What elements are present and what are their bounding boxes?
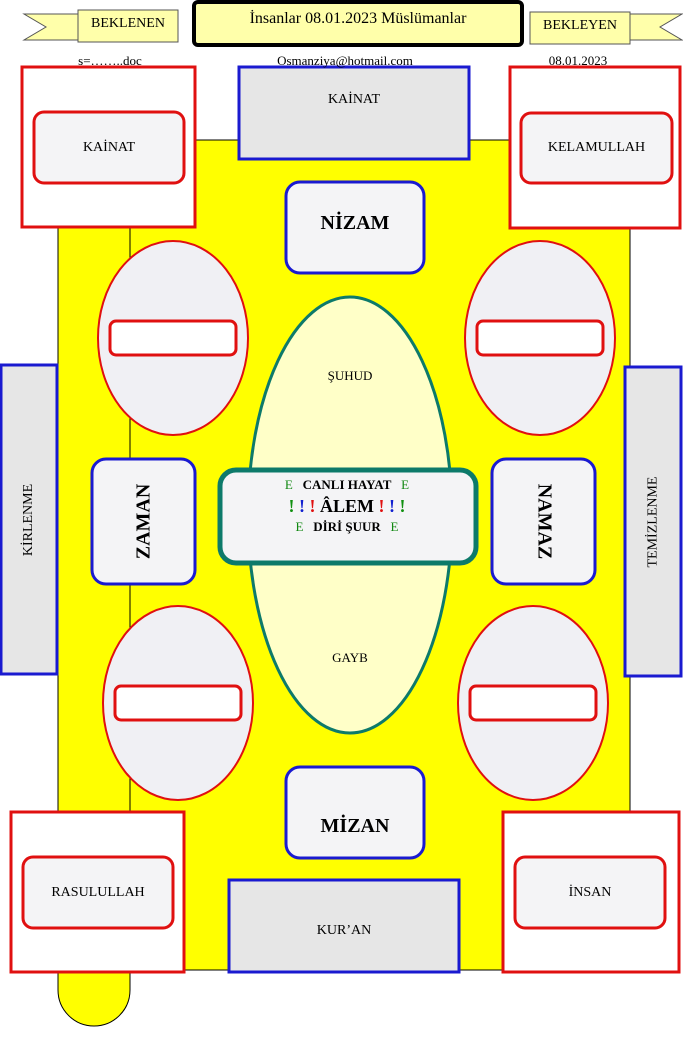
inner-bottom-box	[284, 765, 426, 860]
corner-top-right-label: KELAMULLAH	[547, 140, 646, 155]
page-title: İnsanlar 08.01.2023 Müslümanlar	[249, 10, 467, 27]
center-line1-text: CANLI HAYAT	[302, 477, 392, 492]
bar-lower-left	[113, 684, 243, 722]
center-line-3: E DİRİ ŞUUR E	[222, 517, 472, 537]
corner-top-left-label: KAİNAT	[82, 140, 136, 155]
inner-top-label: NİZAM	[320, 212, 390, 234]
left-banner-box	[77, 9, 179, 43]
inner-left-label: ZAMAN	[131, 483, 154, 560]
right-banner-label: BEKLEYEN	[543, 18, 617, 33]
mark-e-1b: E	[401, 477, 410, 492]
right-ribbon	[629, 13, 683, 41]
corner-bottom-left-inner	[21, 855, 175, 930]
ellipse-top-label: ŞUHUD	[327, 368, 373, 383]
inner-right-box	[490, 457, 597, 586]
corner-top-left-inner	[32, 110, 186, 185]
corner-top-right-inner	[519, 111, 674, 185]
mark-e-3b: E	[390, 519, 399, 534]
center-line-2: ! ! ! ÂLEM ! ! !	[222, 495, 472, 517]
exclaim-1: !	[288, 496, 295, 516]
center-line3-text: DİRİ ŞUUR	[313, 519, 381, 534]
edge-right-label-wrap: TEMİZLENME	[625, 367, 681, 676]
edge-left-label-wrap: KİRLENME	[1, 365, 57, 674]
inner-left-box	[90, 457, 197, 586]
edge-left-box	[0, 363, 59, 676]
title-frame	[192, 0, 524, 47]
bar-upper-right	[475, 319, 605, 357]
edge-left-label: KİRLENME	[21, 483, 37, 556]
corner-bottom-right-label: İNSAN	[568, 885, 612, 900]
center-box	[217, 467, 479, 566]
inner-left-label-wrap: ZAMAN	[92, 459, 195, 584]
center-text: E CANLI HAYAT E ! ! ! ÂLEM ! ! ! E DİRİ …	[222, 475, 472, 537]
email-label: Osmanziya@hotmail.com	[277, 53, 413, 68]
inner-right-label: NAMAZ	[532, 483, 555, 560]
mark-e-3a: E	[295, 519, 304, 534]
bar-upper-left	[108, 319, 238, 357]
center-line-1: E CANLI HAYAT E	[222, 475, 472, 495]
doc-label: s=……..doc	[78, 53, 142, 68]
left-ribbon	[22, 13, 79, 41]
exclaim-5: !	[389, 496, 395, 516]
right-banner-box	[529, 11, 631, 45]
exclaim-6: !	[399, 496, 406, 516]
inner-top-box	[284, 180, 426, 275]
date-label: 08.01.2023	[548, 53, 608, 68]
inner-bottom-label: MİZAN	[320, 815, 390, 837]
edge-top-box	[237, 65, 471, 161]
inner-right-label-wrap: NAMAZ	[492, 459, 595, 584]
left-banner-label: BEKLENEN	[91, 16, 165, 31]
edge-right-label: TEMİZLENME	[645, 476, 661, 567]
corner-bottom-right-inner	[513, 855, 667, 930]
edge-bottom-box	[227, 878, 461, 974]
exclaim-2: !	[299, 496, 305, 516]
exclaim-4: !	[378, 496, 385, 516]
edge-top-label: KAİNAT	[327, 92, 381, 107]
ellipse-bottom-label: GAYB	[332, 650, 368, 665]
edge-right-box	[623, 365, 683, 678]
exclaim-3: !	[309, 496, 316, 516]
edge-bottom-label: KUR’AN	[316, 923, 372, 938]
corner-bottom-left-label: RASULULLAH	[51, 885, 145, 900]
center-line2-text: ÂLEM	[320, 496, 374, 516]
mark-e-1a: E	[284, 477, 293, 492]
bar-lower-right	[468, 684, 598, 722]
